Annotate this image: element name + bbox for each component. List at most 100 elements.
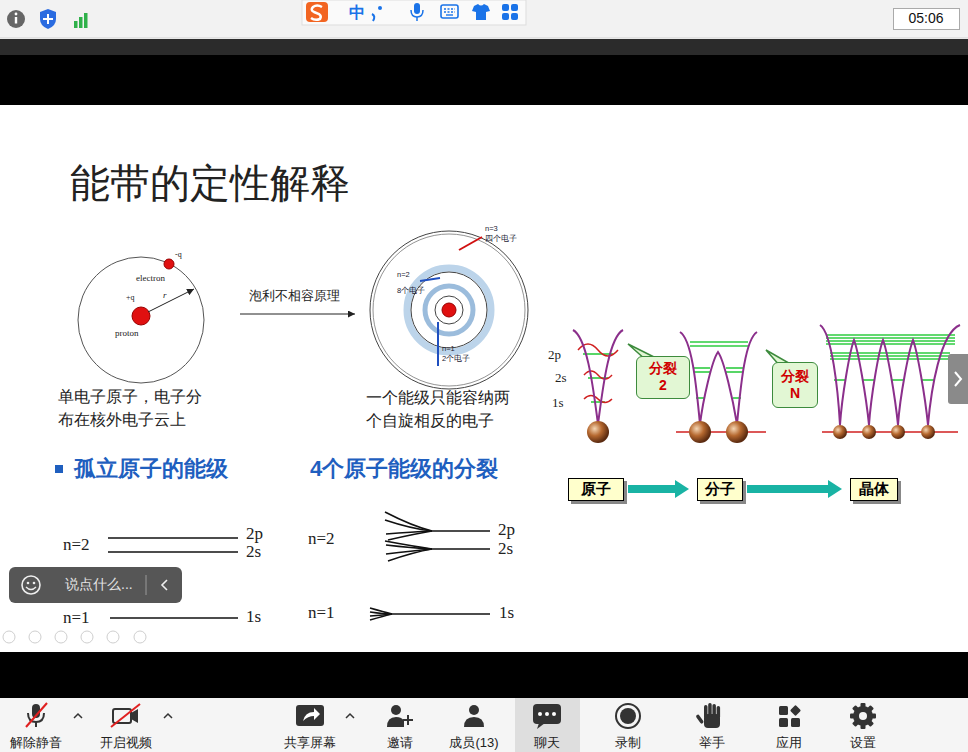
hydrogen-atom xyxy=(78,257,204,383)
toolbar xyxy=(0,698,968,752)
shell-atom xyxy=(420,278,440,281)
level-label: n=1 xyxy=(63,608,90,628)
slide-ground xyxy=(0,105,968,652)
toolbar-icons xyxy=(469,705,479,715)
side-tab xyxy=(955,372,961,386)
ime-toolbar xyxy=(302,0,526,25)
shell-atom xyxy=(425,286,473,334)
status-icons xyxy=(43,18,53,20)
energy-levels xyxy=(432,548,490,550)
stage-box: 晶体 xyxy=(850,478,898,501)
toolbar xyxy=(515,698,580,752)
hydrogen-atom xyxy=(78,257,204,383)
potential-wells xyxy=(690,341,748,343)
toolbar-icons xyxy=(620,708,636,724)
toolbar-icons xyxy=(537,723,545,729)
toolbar-icons xyxy=(852,705,874,727)
potential-wells xyxy=(833,425,847,439)
toolbar-button-label: 录制 xyxy=(615,735,641,751)
ime-mode: 中 xyxy=(349,3,365,22)
status-bar xyxy=(0,38,968,39)
status-icons xyxy=(7,9,88,29)
potential-wells xyxy=(826,343,955,345)
potential-wells xyxy=(891,425,905,439)
energy-levels xyxy=(388,549,432,561)
energy-levels xyxy=(392,613,490,615)
potential-wells xyxy=(689,421,711,443)
level-label: 2p xyxy=(246,524,263,544)
shell-atom xyxy=(370,231,528,389)
toolbar-icons xyxy=(26,703,47,727)
potential-wells xyxy=(573,325,960,443)
toolbar-icons xyxy=(303,708,320,721)
stage-box: 原子 xyxy=(568,478,624,501)
energy-levels xyxy=(108,551,238,553)
dark-band xyxy=(0,39,968,55)
level-label: 1s xyxy=(246,607,261,627)
status-icons xyxy=(15,17,17,24)
level-label: 2s xyxy=(555,370,567,386)
toolbar-button-label: 邀请 xyxy=(387,735,413,751)
shell-atom xyxy=(442,303,456,317)
potential-wells xyxy=(826,337,955,339)
shell-atom xyxy=(435,296,463,324)
potential-wells xyxy=(922,379,934,381)
potential-wells xyxy=(587,421,609,443)
smiley-icon xyxy=(27,582,30,585)
toolbar-icons xyxy=(779,718,788,727)
energy-levels xyxy=(385,520,432,531)
toolbar-button-label: 应用 xyxy=(776,735,802,751)
status-icons xyxy=(74,21,78,28)
toolbar-button-label: 解除静音 xyxy=(10,735,62,751)
dark-band xyxy=(0,55,968,105)
ime-toolbar xyxy=(472,4,490,20)
ime-toolbar xyxy=(306,2,328,22)
shell-atom xyxy=(370,231,528,389)
shell-label: n=1 xyxy=(442,344,455,353)
smiley-icon xyxy=(26,587,36,590)
caption-text: 单电子原子，电子分布在核外电子云上 xyxy=(58,385,210,431)
status-bar xyxy=(0,0,968,38)
particle-label: proton xyxy=(115,328,139,339)
flow-arrow xyxy=(628,485,679,493)
shell-label: 2个电子 xyxy=(442,354,470,363)
ime-toolbar xyxy=(416,17,418,21)
flow-arrow xyxy=(747,485,832,493)
particle-label: electron xyxy=(136,273,165,284)
potential-wells xyxy=(690,345,748,347)
bullet-square xyxy=(55,465,63,473)
potential-wells xyxy=(863,379,875,381)
toolbar-button-label: 共享屏幕 xyxy=(284,735,336,751)
energy-levels xyxy=(385,512,432,531)
potential-wells xyxy=(694,367,710,369)
status-icons xyxy=(15,13,18,16)
hydrogen-atom xyxy=(164,259,174,269)
shell-atom xyxy=(459,237,482,250)
potential-wells xyxy=(921,425,935,439)
toolbar-button-label: 聊天 xyxy=(534,735,560,751)
energy-levels xyxy=(385,541,432,549)
smiley-icon xyxy=(33,582,36,585)
hydrogen-atom xyxy=(132,307,150,325)
callout-bubble: 分裂 N xyxy=(772,362,818,408)
level-label: 1s xyxy=(499,603,514,623)
ime-toolbar xyxy=(511,4,518,11)
potential-wells xyxy=(573,330,623,424)
potential-wells xyxy=(726,367,743,369)
potential-wells xyxy=(573,325,960,425)
energy-levels xyxy=(108,537,238,539)
toolbar-icons xyxy=(850,703,876,729)
status-bar xyxy=(0,0,968,38)
level-label: 2p xyxy=(548,347,561,363)
slide-controls xyxy=(134,631,146,643)
potential-wells xyxy=(830,355,950,357)
shell-label: n=2 xyxy=(397,270,410,279)
potential-wells xyxy=(583,353,613,355)
shell-atom xyxy=(373,234,525,386)
toolbar-icons xyxy=(538,712,542,716)
potential-wells xyxy=(583,335,955,402)
ime-toolbar xyxy=(446,14,453,15)
toolbar-icons xyxy=(616,704,640,728)
